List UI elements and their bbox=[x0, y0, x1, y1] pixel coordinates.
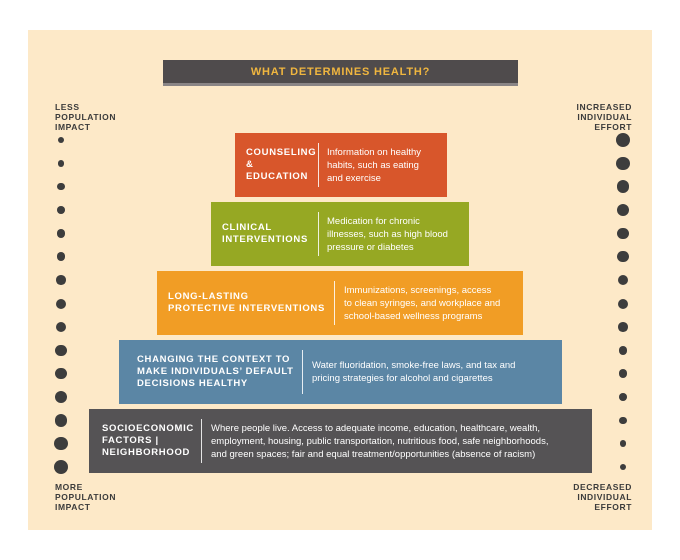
tier-title: CHANGING THE CONTEXT TO MAKE INDIVIDUALS… bbox=[137, 354, 294, 389]
tier-clinical-interventions: CLINICAL INTERVENTIONS Medication for ch… bbox=[211, 202, 469, 266]
tier-divider bbox=[334, 280, 335, 326]
scale-dot bbox=[620, 464, 626, 470]
tier-description: Where people live. Access to adequate in… bbox=[211, 422, 549, 460]
tier-divider bbox=[318, 142, 319, 188]
tier-long-lasting-protective-interventions: LONG-LASTING PROTECTIVE INTERVENTIONS Im… bbox=[157, 271, 523, 335]
tier-socioeconomic-factors: SOCIOECONOMIC FACTORS | NEIGHBORHOOD Whe… bbox=[89, 409, 592, 473]
scale-dot bbox=[55, 344, 67, 356]
tier-changing-the-context: CHANGING THE CONTEXT TO MAKE INDIVIDUALS… bbox=[119, 340, 562, 404]
tier-title: LONG-LASTING PROTECTIVE INTERVENTIONS bbox=[168, 291, 326, 314]
scale-dot bbox=[619, 416, 627, 424]
scale-dot bbox=[54, 436, 68, 451]
tier-divider bbox=[302, 349, 303, 395]
tier-description: Medication for chronic illnesses, such a… bbox=[327, 215, 448, 253]
tier-description: Immunizations, screenings, access to cle… bbox=[344, 284, 501, 322]
scale-dot bbox=[617, 227, 629, 240]
scale-dot bbox=[618, 345, 628, 355]
tier-divider bbox=[201, 418, 202, 464]
scale-dot bbox=[55, 321, 67, 333]
scale-dot bbox=[54, 460, 68, 474]
scale-dot bbox=[616, 133, 630, 147]
scale-dot bbox=[56, 275, 66, 285]
more-population-impact-label: MORE POPULATION IMPACT bbox=[55, 482, 117, 512]
scale-dot bbox=[57, 206, 65, 214]
scale-dot bbox=[617, 274, 629, 286]
tier-description: Water fluoridation, smoke-free laws, and… bbox=[312, 360, 516, 384]
scale-dot bbox=[616, 203, 630, 217]
scale-dot bbox=[56, 252, 66, 262]
tier-divider bbox=[318, 211, 319, 257]
less-population-impact-label: LESS POPULATION IMPACT bbox=[55, 102, 117, 132]
scale-dot bbox=[619, 440, 627, 447]
tier-title: COUNSELING & EDUCATION bbox=[246, 147, 317, 182]
scale-dot bbox=[57, 183, 65, 191]
scale-dot bbox=[618, 369, 628, 378]
scale-dot bbox=[618, 322, 628, 332]
scale-dot bbox=[54, 413, 68, 427]
increased-individual-effort-label: INCREASED INDIVIDUAL EFFORT bbox=[576, 102, 632, 132]
scale-dot bbox=[55, 367, 67, 380]
scale-dot bbox=[54, 390, 68, 404]
scale-dot bbox=[619, 393, 627, 401]
title-banner: WHAT DETERMINES HEALTH? bbox=[163, 60, 518, 86]
scale-dot bbox=[616, 156, 630, 171]
scale-dot bbox=[58, 137, 64, 143]
tier-title: CLINICAL INTERVENTIONS bbox=[222, 222, 308, 245]
diagram-title: WHAT DETERMINES HEALTH? bbox=[250, 65, 431, 78]
scale-dot bbox=[618, 298, 628, 309]
scale-dot bbox=[616, 180, 630, 194]
scale-dot bbox=[617, 251, 629, 263]
scale-dot bbox=[56, 229, 66, 238]
decreased-individual-effort-label: DECREASED INDIVIDUAL EFFORT bbox=[573, 482, 632, 512]
tier-title: SOCIOECONOMIC FACTORS | NEIGHBORHOOD bbox=[102, 423, 194, 458]
scale-dot bbox=[56, 298, 66, 309]
scale-dot bbox=[57, 160, 65, 167]
tier-description: Information on healthy habits, such as e… bbox=[327, 146, 422, 184]
tier-counseling-education: COUNSELING & EDUCATION Information on he… bbox=[235, 133, 447, 197]
